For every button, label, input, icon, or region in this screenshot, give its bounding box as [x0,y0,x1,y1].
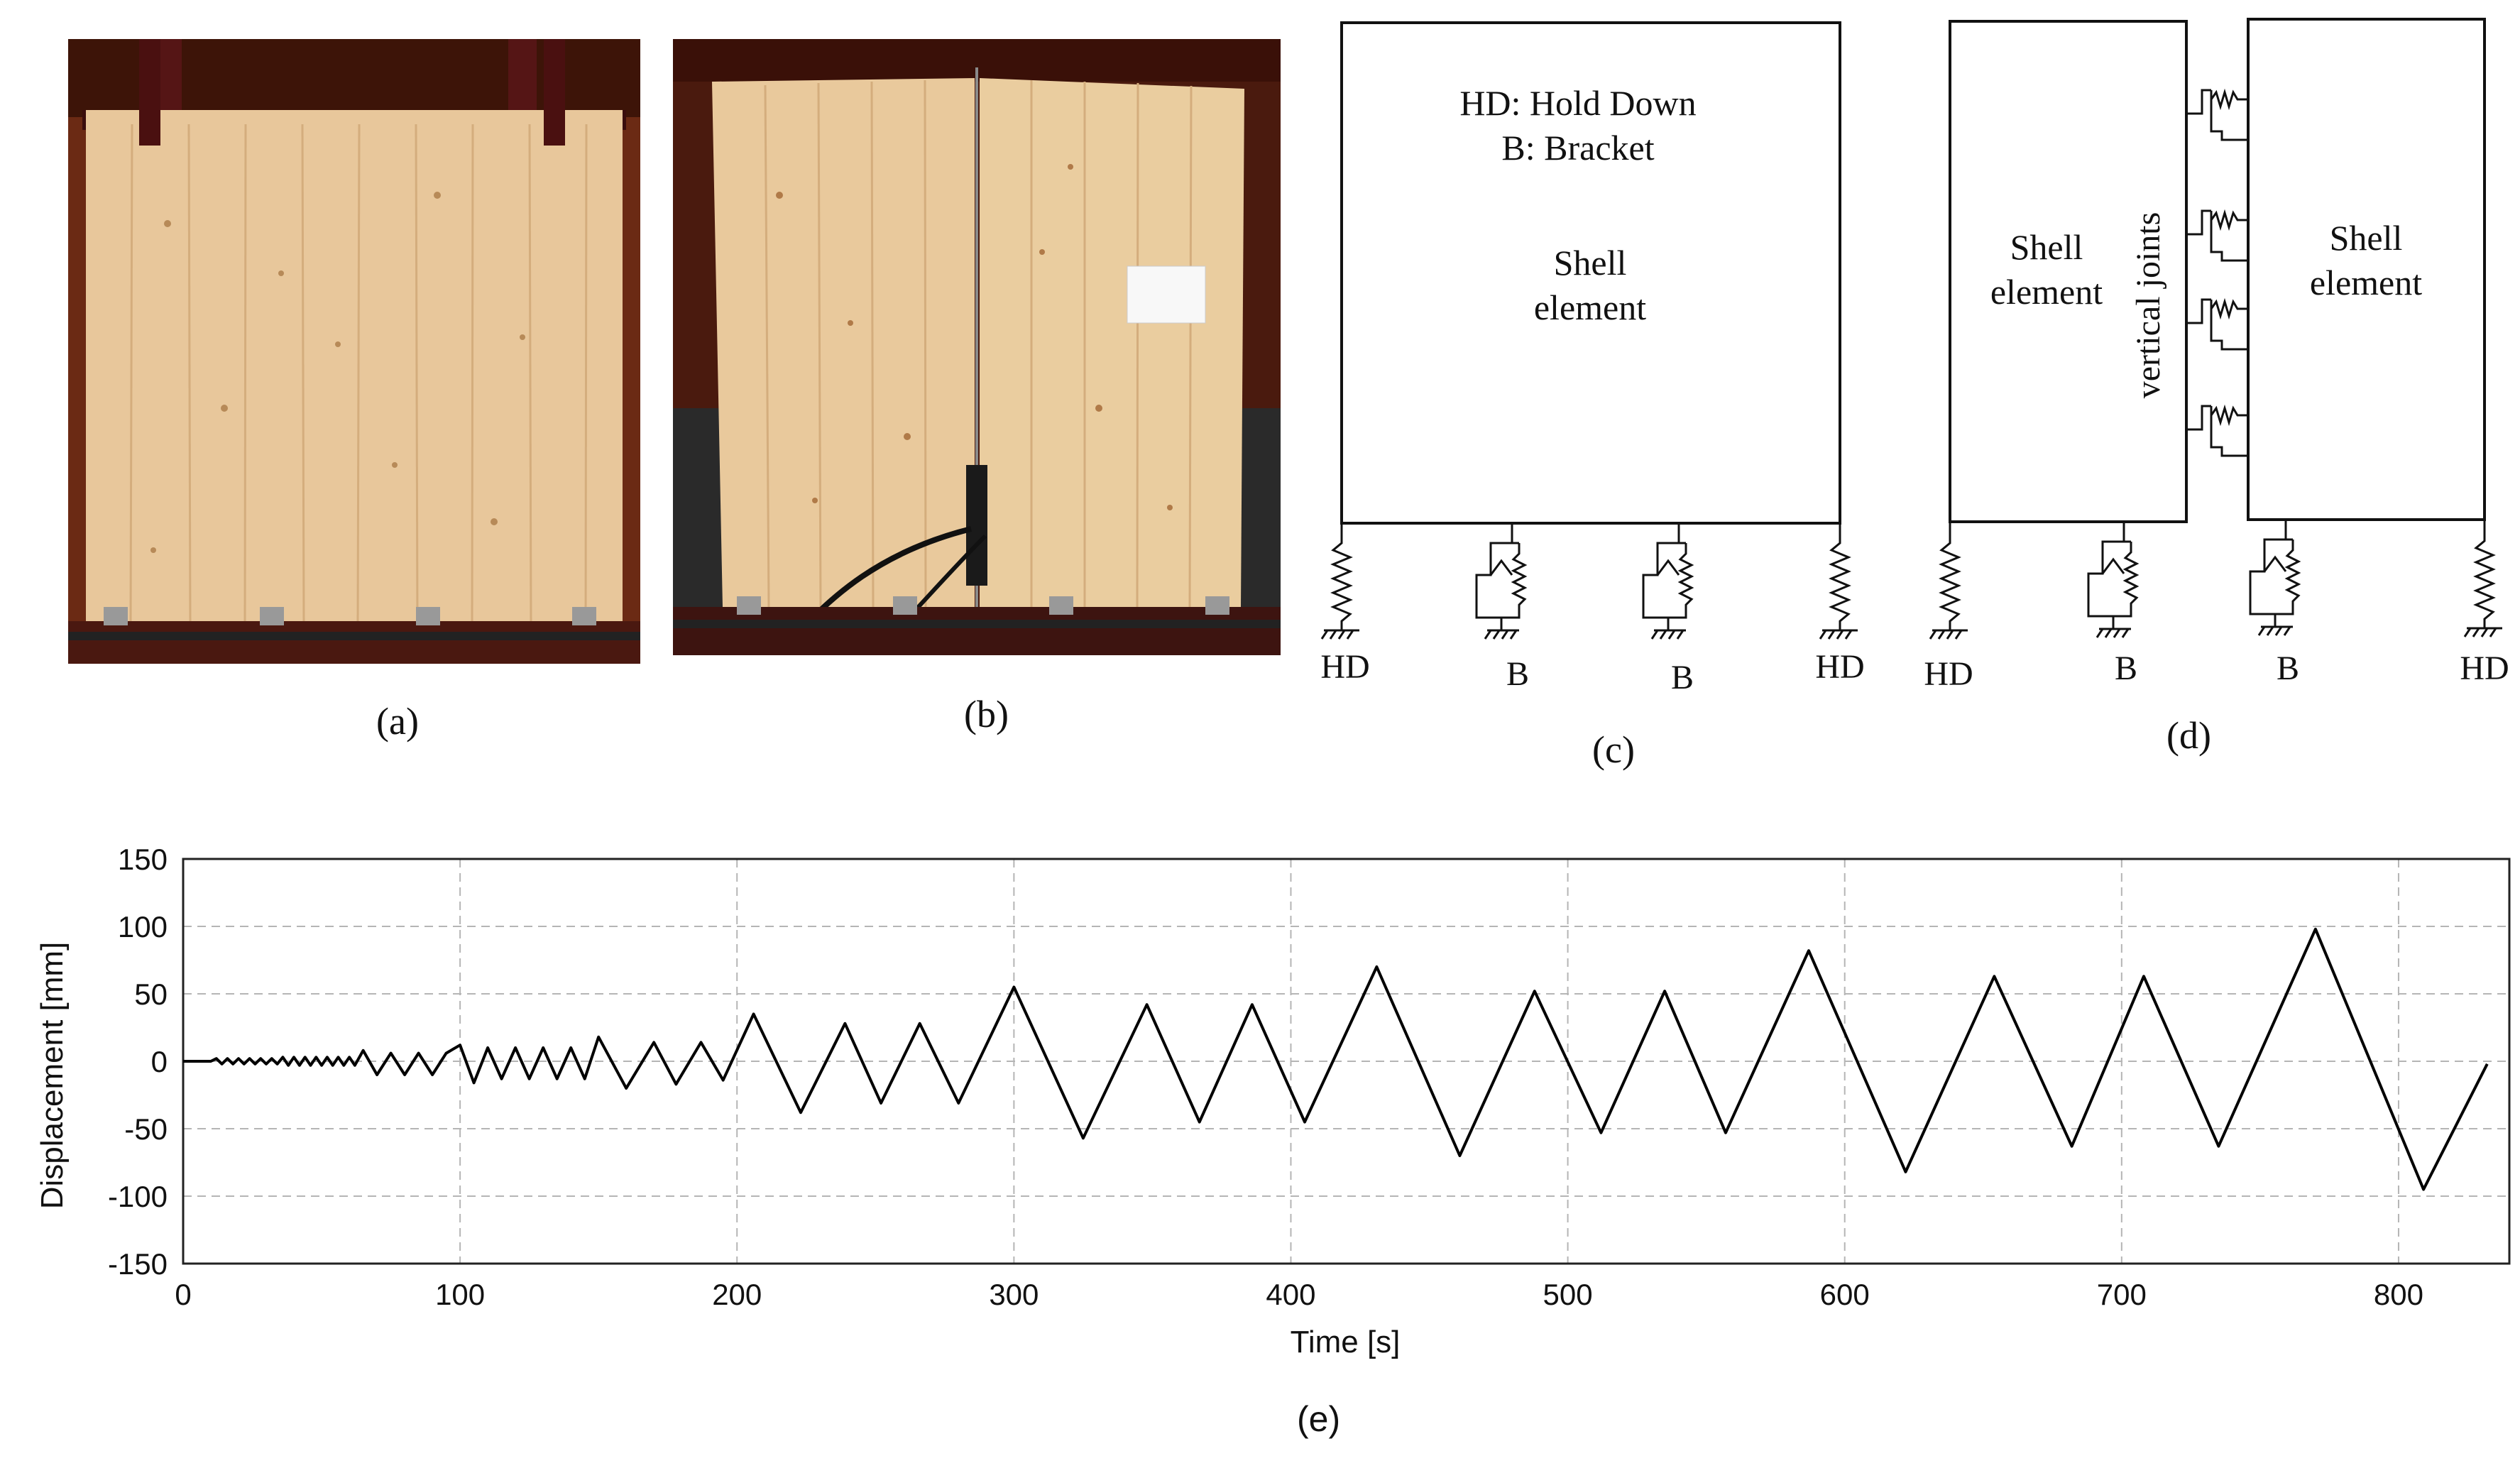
legend-bracket: B: Bracket [1501,128,1654,168]
bracket-spring-2 [1642,523,1694,640]
support-label-b-right: B [2277,650,2299,687]
caption-b: (b) [964,693,1009,735]
caption-e: (e) [1297,1399,1341,1439]
model-coupled-wall-diagram: Shell element Shell element vertical joi… [1924,18,2509,693]
x-tick-label: 300 [989,1278,1039,1311]
x-tick-label: 800 [2374,1278,2423,1311]
x-tick-label: 100 [435,1278,485,1311]
shell-element-right-box [2247,18,2486,521]
y-tick-label: 150 [118,843,168,876]
x-tick-label: 600 [1820,1278,1870,1311]
photo-b [673,39,1281,657]
caption-d: (d) [2166,714,2211,757]
displacement-series-line [183,927,2489,1191]
bracket-spring-right [2249,520,2301,636]
x-tick-label: 0 [175,1278,191,1311]
legend-hold-down: HD: Hold Down [1459,83,1696,123]
caption-a: (a) [376,700,419,743]
hold-down-spring-right [2463,520,2502,637]
bracket-spring-left [2087,522,2140,638]
hold-down-spring-left [1320,523,1359,640]
shell-label-1: Shell [1554,243,1627,283]
support-label-hd-left: HD [1320,648,1369,686]
left-shell-label-2: element [1990,272,2103,312]
model-single-wall: HD: Hold Down B: Bracket Shell element [1306,14,1874,781]
photo-a-graphic [68,39,640,664]
shell-element-left-box [1949,20,2188,523]
caption-c: (c) [1592,728,1635,771]
photo-b-graphic [673,39,1281,657]
y-axis-label: Displacement [mm] [35,942,70,1210]
support-label-b-1: B [1506,655,1529,693]
left-shell-label-1: Shell [2010,227,2083,267]
x-axis-label: Time [s] [1291,1325,1401,1359]
y-tick-label: 50 [134,978,168,1011]
model-coupled-wall: Shell element Shell element vertical joi… [1910,11,2520,777]
hold-down-spring-left [1929,522,1968,640]
joint-spring-3 [2186,297,2248,351]
support-label-b-2: B [1671,659,1694,696]
x-tick-label: 500 [1543,1278,1593,1311]
y-tick-label: -150 [108,1247,168,1281]
photo-a [68,39,640,664]
x-tick-label: 700 [2097,1278,2147,1311]
chart-grid [182,858,2509,1264]
vertical-joints-label: vertical joints [2130,212,2167,399]
joint-spring-2 [2186,209,2248,262]
joint-spring-1 [2186,88,2248,141]
right-shell-label-1: Shell [2330,218,2403,258]
bracket-spring-1 [1475,523,1528,640]
y-tick-label: 0 [151,1045,168,1078]
x-tick-label: 200 [712,1278,762,1311]
y-tick-label: 100 [118,910,168,943]
support-label-hd-right: HD [2460,650,2509,687]
hold-down-spring-right [1819,523,1858,640]
support-label-hd-right: HD [1815,648,1864,686]
x-tick-label: 400 [1266,1278,1315,1311]
right-shell-label-2: element [2310,263,2422,302]
y-tick-label: -100 [108,1180,168,1213]
joint-spring-4 [2186,404,2248,457]
support-label-b-left: B [2115,650,2137,687]
chart-series [183,927,2489,1191]
y-tick-label: -50 [124,1112,168,1146]
model-single-wall-diagram: HD: Hold Down B: Bracket Shell element [1320,21,1865,696]
shell-label-2: element [1534,288,1646,327]
support-label-hd-left: HD [1924,655,1973,693]
shell-element-box [1340,21,1841,525]
